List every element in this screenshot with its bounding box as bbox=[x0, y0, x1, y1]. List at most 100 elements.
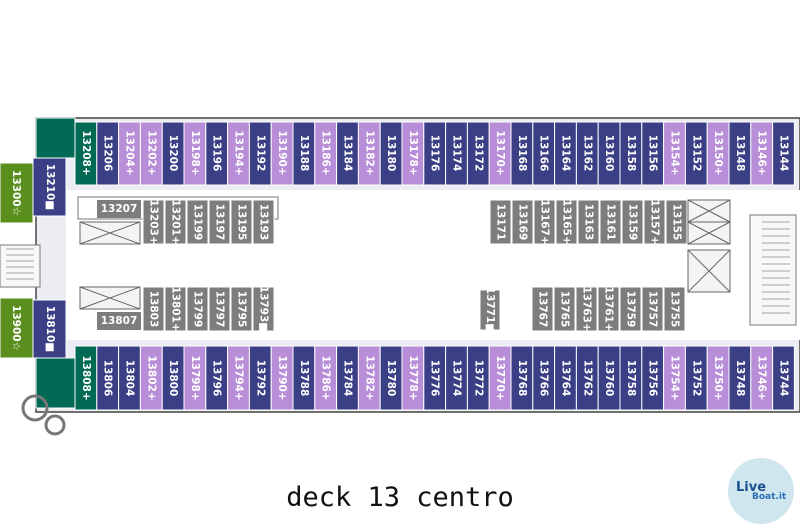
cabin-number-label: 13169 bbox=[517, 204, 529, 241]
cabin-number-label: 13760 bbox=[603, 360, 615, 397]
cabin-number-label: 13160 bbox=[603, 135, 615, 172]
cabin-inner-top bbox=[252, 199, 275, 245]
cabin-number-label: 13154+ bbox=[669, 130, 681, 175]
cabin-number-label: 13158 bbox=[625, 135, 637, 172]
cabin-inner-top bbox=[230, 199, 253, 245]
cabin-number-label: 13176 bbox=[429, 135, 441, 172]
cabin-number-label: 13182+ bbox=[363, 130, 375, 175]
cabin-number-label: 13772 bbox=[472, 360, 484, 397]
cabin-number-label: 13163 bbox=[583, 204, 595, 241]
cabin-number-label: 13762 bbox=[581, 360, 593, 397]
cabin-number-label: 13758 bbox=[625, 360, 637, 397]
cabin-number-label: 13178+ bbox=[407, 130, 419, 175]
lifebuoy-icon bbox=[21, 394, 66, 436]
cabin-number-label: 13807 bbox=[101, 315, 138, 327]
cabin-number-label: 13146+ bbox=[756, 130, 768, 175]
cabin-number-label: 13152 bbox=[690, 135, 702, 172]
cabin-number-label: 13150+ bbox=[712, 130, 724, 175]
cabin-number-label: 13144 bbox=[778, 135, 790, 172]
cabin-number-label: 13192 bbox=[254, 135, 266, 172]
cabin-number-label: 13180 bbox=[385, 135, 397, 172]
cabin-number-label: 13300☆ bbox=[10, 170, 22, 216]
cabin-number-label: 13774 bbox=[451, 360, 463, 397]
cabin-inner-top bbox=[665, 199, 688, 245]
elevator-bank-right bbox=[687, 249, 731, 293]
cabin-inner-top bbox=[621, 199, 644, 245]
cabin-outside-left bbox=[0, 162, 34, 224]
cabin-number-label: 13804 bbox=[124, 360, 136, 397]
cabin-number-label: 13810■ bbox=[44, 306, 56, 352]
cabin-left-side bbox=[32, 157, 67, 217]
cabin-number-label: 13754+ bbox=[669, 355, 681, 400]
cabin-number-label: 13752 bbox=[690, 360, 702, 397]
cabin-number-label: 13208+ bbox=[80, 130, 92, 175]
cabin-inner-bottom bbox=[142, 286, 165, 332]
cabin-number-label: 13767 bbox=[537, 291, 549, 328]
cabin-inner-bottom bbox=[663, 286, 686, 332]
cabin-number-label: 13784 bbox=[342, 360, 354, 397]
cabin-number-label: 13900☆ bbox=[10, 305, 22, 351]
cabin-number-label: 13806 bbox=[102, 360, 114, 397]
cabin-inner-top bbox=[489, 199, 512, 245]
stair-left bbox=[0, 244, 41, 288]
cabin-number-label: 13159 bbox=[627, 204, 639, 241]
cabin-inner-bottom bbox=[208, 286, 231, 332]
service-area-top-right bbox=[687, 221, 731, 245]
service-area-bottom-left bbox=[79, 286, 141, 310]
cabin-number-label: 13766 bbox=[538, 360, 550, 397]
cabin-number-label: 13746+ bbox=[756, 355, 768, 400]
cabin-number-label: 13750+ bbox=[712, 355, 724, 400]
cabin-number-label: 13166 bbox=[538, 135, 550, 172]
cabin-number-label: 13156 bbox=[647, 135, 659, 172]
cabin-inner-bottom bbox=[597, 286, 620, 332]
cabin-number-label: 13800 bbox=[167, 360, 179, 397]
cabin-inner-top bbox=[533, 199, 556, 245]
cabin-number-label: 13770+ bbox=[494, 355, 506, 400]
cabin-inner-top bbox=[164, 199, 187, 245]
cabin-number-label: 13790+ bbox=[276, 355, 288, 400]
cabin-number-label: 13170+ bbox=[494, 130, 506, 175]
liveboat-logo: Live Boat.it bbox=[728, 458, 794, 524]
cabin-number-label: 13195 bbox=[236, 204, 248, 241]
cabin-number-label: 13155 bbox=[671, 204, 683, 241]
cabin-number-label: 13168 bbox=[516, 135, 528, 172]
cabin-number-label: 13763+ bbox=[581, 286, 593, 331]
cabin-inner-bottom bbox=[230, 286, 253, 332]
cabin-number-label: 13199 bbox=[192, 204, 204, 241]
cabin-number-label: 13201+ bbox=[170, 199, 182, 244]
service-area-top-left bbox=[79, 221, 141, 245]
cabin-inner-top bbox=[208, 199, 231, 245]
stair-right bbox=[749, 214, 797, 326]
cabin-number-label: 13184 bbox=[342, 135, 354, 172]
cabin-number-label: 13798+ bbox=[189, 355, 201, 400]
cabin-left-side bbox=[32, 299, 67, 359]
cabin-number-label: 13792 bbox=[254, 360, 266, 397]
cabin-inner-top bbox=[599, 199, 622, 245]
cabin-number-label: 13210■ bbox=[44, 164, 56, 210]
cabin-number-label: 13193 bbox=[258, 204, 270, 241]
cabin-number-label: 13776 bbox=[429, 360, 441, 397]
cabin-inner-bottom bbox=[575, 286, 598, 332]
cabin-inner-top bbox=[555, 199, 578, 245]
cabin-number-label: 13761+ bbox=[603, 286, 615, 331]
cabin-number-label: 13171 bbox=[495, 204, 507, 241]
cabin-number-label: 13206 bbox=[102, 135, 114, 172]
cabin-top-outer bbox=[772, 121, 795, 186]
cabin-bottom-outer bbox=[772, 345, 795, 411]
cabin-inner-top bbox=[577, 199, 600, 245]
cabin-number-label: 13174 bbox=[451, 135, 463, 172]
cabin-number-label: 13802+ bbox=[145, 355, 157, 400]
cabin-number-label: 13794+ bbox=[233, 355, 245, 400]
cabin-number-label: 13788 bbox=[298, 360, 310, 397]
cabin-inner-bottom bbox=[553, 286, 576, 332]
cabin-number-label: 13782+ bbox=[363, 355, 375, 400]
cabin-number-label: 13780 bbox=[385, 360, 397, 397]
cabin-number-label: 13186+ bbox=[320, 130, 332, 175]
cabin-number-label: 13204+ bbox=[124, 130, 136, 175]
cabin-number-label: 13744 bbox=[778, 360, 790, 397]
cabin-number-label: 13793■ bbox=[258, 286, 270, 332]
cabin-number-label: 13748 bbox=[734, 360, 746, 397]
cabin-number-label: 13771■ bbox=[484, 287, 496, 333]
cabin-number-label: 13198+ bbox=[189, 130, 201, 175]
cabin-inner-top bbox=[186, 199, 209, 245]
